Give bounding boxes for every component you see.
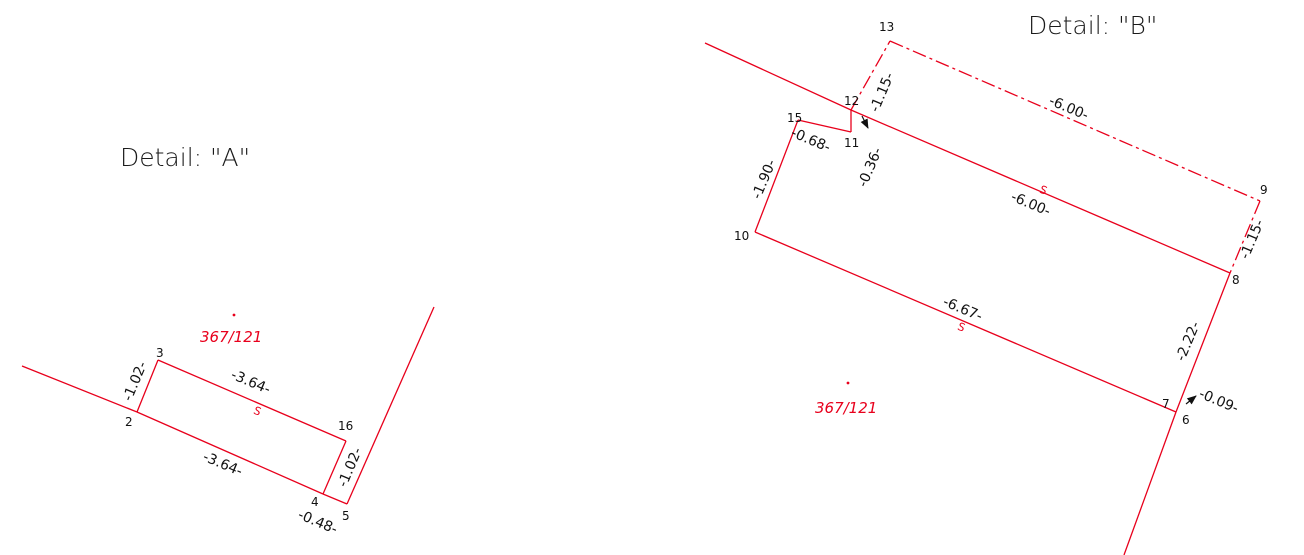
detail-b-dim-12-13: -1.15- xyxy=(867,70,898,114)
detail-b-arrow-11-12 xyxy=(860,115,869,129)
detail-a-boundary-right xyxy=(346,306,435,505)
detail-b-arrow-7-6 xyxy=(1185,395,1197,405)
detail-b-dim-9-8: -1.15- xyxy=(1237,217,1268,261)
detail-b-line-12-13 xyxy=(850,40,891,111)
detail-a-title: Detail: "A" xyxy=(120,143,250,172)
detail-b-point-7: 7 xyxy=(1162,397,1170,411)
detail-a-dim-2-3: -1.02- xyxy=(120,359,151,403)
detail-a-line-2-3 xyxy=(136,359,159,413)
detail-b-marker-bottom: S xyxy=(956,320,968,335)
detail-b-dim-7-6: -0.09- xyxy=(1196,386,1240,417)
detail-a-boundary-left xyxy=(21,365,138,413)
detail-a-point-16: 16 xyxy=(338,419,353,433)
detail-b-line-10-15 xyxy=(754,119,799,233)
detail-b-line-12-8 xyxy=(850,109,1231,274)
detail-a: Detail: "A" 367/121 S 2 3 4 5 16 -1.02- … xyxy=(21,143,435,538)
detail-a-line-2-4 xyxy=(136,411,324,495)
detail-b-title: Detail: "B" xyxy=(1028,11,1157,40)
detail-b-dim-13-9: -6.00- xyxy=(1046,93,1090,124)
detail-a-line-16-4 xyxy=(322,440,347,495)
detail-b-point-8: 8 xyxy=(1232,273,1240,287)
detail-a-line-4-5 xyxy=(322,493,348,505)
detail-a-line-3-16 xyxy=(157,359,347,442)
detail-b-line-10-7 xyxy=(754,231,1177,413)
detail-a-point-5: 5 xyxy=(342,509,350,523)
detail-b-dim-15-11: -0.68- xyxy=(788,125,832,156)
detail-b-boundary-top-left xyxy=(704,42,852,111)
detail-a-parcel-dot xyxy=(232,313,236,317)
detail-b-marker-top: S xyxy=(1038,183,1050,198)
detail-b-point-6: 6 xyxy=(1182,413,1190,427)
detail-b-parcel-label: 367/121 xyxy=(815,399,877,417)
detail-a-dim-16-4: -1.02- xyxy=(335,445,366,489)
detail-a-point-2: 2 xyxy=(125,415,133,429)
detail-b-line-13-9 xyxy=(889,40,1261,202)
detail-b-point-10: 10 xyxy=(734,229,749,243)
detail-a-dim-2-4: -3.64- xyxy=(200,449,244,480)
detail-a-parcel-label: 367/121 xyxy=(200,328,262,346)
detail-b-point-12: 12 xyxy=(844,94,859,108)
detail-b-point-15: 15 xyxy=(787,111,802,125)
detail-b-boundary-bottom xyxy=(1123,411,1177,555)
detail-b-line-9-8 xyxy=(1229,200,1261,274)
detail-b-point-9: 9 xyxy=(1260,183,1268,197)
detail-b-parcel-dot xyxy=(846,381,850,385)
detail-a-point-4: 4 xyxy=(311,495,319,509)
detail-a-marker: S xyxy=(252,404,264,419)
detail-a-point-3: 3 xyxy=(156,346,164,360)
detail-b: Detail: "B" 367/121 S S 6 7 8 9 10 11 12… xyxy=(704,11,1268,555)
detail-b-point-11: 11 xyxy=(844,136,859,150)
detail-b-line-8-7 xyxy=(1175,272,1231,413)
detail-b-point-13: 13 xyxy=(879,20,894,34)
detail-b-line-15-11 xyxy=(797,119,852,133)
detail-b-dim-8-7: -2.22- xyxy=(1173,319,1204,363)
detail-a-dim-4-5: -0.48- xyxy=(295,507,339,538)
detail-b-dim-11-12: -0.36- xyxy=(855,145,886,189)
